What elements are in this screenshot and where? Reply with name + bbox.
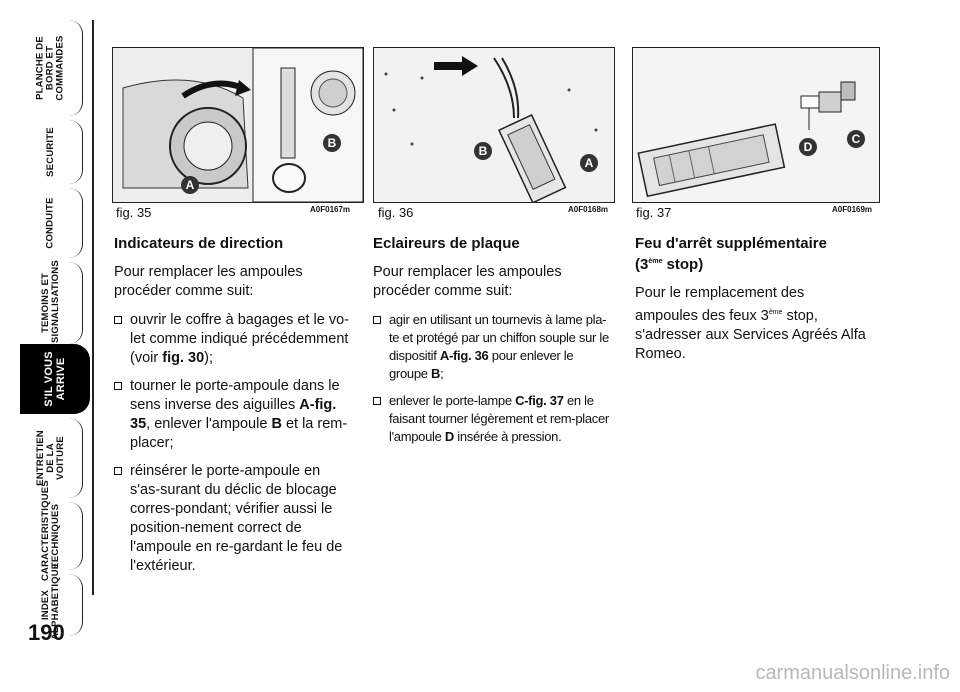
margin-rule — [92, 20, 94, 595]
figure-37: D C — [632, 47, 880, 203]
figure-code: A0F0168m — [568, 205, 609, 214]
tab-temoins[interactable]: TEMOINS ET SIGNALISATIONS — [20, 260, 83, 344]
callout-c: C — [847, 130, 865, 148]
watermark: carmanualsonline.info — [755, 662, 950, 684]
figure-caption: fig. 37 — [636, 205, 672, 220]
figure-caption: fig. 35 — [116, 205, 152, 220]
figure-caption: fig. 36 — [378, 205, 414, 220]
tab-conduite[interactable]: CONDUITE — [20, 188, 83, 258]
tab-label: S'IL VOUS ARRIVE — [43, 351, 67, 407]
figure-37-illustration — [633, 48, 879, 202]
section-heading: Indicateurs de direction — [114, 235, 284, 252]
tab-sil-vous-arrive[interactable]: S'IL VOUS ARRIVE — [20, 344, 90, 414]
list-item: réinsérer le porte-ampoule en s'as-suran… — [114, 462, 350, 576]
figure-code: A0F0167m — [310, 205, 351, 214]
section-heading: Eclaireurs de plaque — [373, 235, 520, 252]
tab-label: PLANCHE DE BORD ET COMMANDES — [35, 35, 66, 101]
tab-index[interactable]: INDEX ALPHABETIQUE — [20, 563, 83, 640]
figure-35-illustration — [113, 47, 364, 203]
figure-code: A0F0169m — [832, 205, 873, 214]
tab-label: TEMOINS ET SIGNALISATIONS — [40, 260, 61, 343]
tab-label: CONDUITE — [45, 197, 56, 249]
tab-planche-de-bord[interactable]: PLANCHE DE BORD ET COMMANDES — [20, 20, 83, 116]
section-intro: Pour remplacer les ampoules procéder com… — [373, 264, 562, 299]
figure-36: B A — [373, 47, 615, 204]
tab-entretien[interactable]: ENTRETIEN DE LA VOITURE — [20, 418, 83, 498]
page-number: 190 — [28, 620, 65, 645]
callout-b: B — [474, 142, 492, 160]
figure-35: A B — [112, 47, 364, 203]
section-feu-arret: Feu d'arrêt supplémentaire(3ème stop) Po… — [635, 235, 871, 374]
callout-a: A — [181, 176, 199, 194]
callout-d: D — [799, 138, 817, 156]
checkbox-bullet-icon — [114, 382, 122, 390]
tab-securite[interactable]: SECURITE — [20, 120, 83, 184]
callout-a: A — [580, 154, 598, 172]
list-item: enlever le porte-lampe C-fig. 37 en le f… — [373, 392, 609, 446]
checkbox-bullet-icon — [373, 397, 381, 405]
checkbox-bullet-icon — [373, 316, 381, 324]
figure-36-illustration — [374, 48, 614, 204]
section-intro: Pour remplacer les ampoules procéder com… — [114, 264, 303, 299]
callout-b: B — [323, 134, 341, 152]
section-eclaireurs: Eclaireurs de plaque Pour remplacer les … — [373, 235, 609, 455]
checkbox-bullet-icon — [114, 467, 122, 475]
checkbox-bullet-icon — [114, 316, 122, 324]
section-body: Pour le remplacement des ampoules des fe… — [635, 285, 866, 362]
section-indicateurs: Indicateurs de direction Pour remplacer … — [114, 235, 350, 585]
list-item: agir en utilisant un tournevis à lame pl… — [373, 311, 609, 383]
section-heading: Feu d'arrêt supplémentaire(3ème stop) — [635, 235, 827, 273]
tab-caracteristiques[interactable]: CARACTERISTIQUES TECHNIQUES — [20, 480, 83, 581]
list-item: ouvrir le coffre à bagages et le vo-let … — [114, 311, 350, 368]
tab-label: SECURITE — [44, 127, 56, 177]
list-item: tourner le porte-ampoule dans le sens in… — [114, 377, 350, 453]
